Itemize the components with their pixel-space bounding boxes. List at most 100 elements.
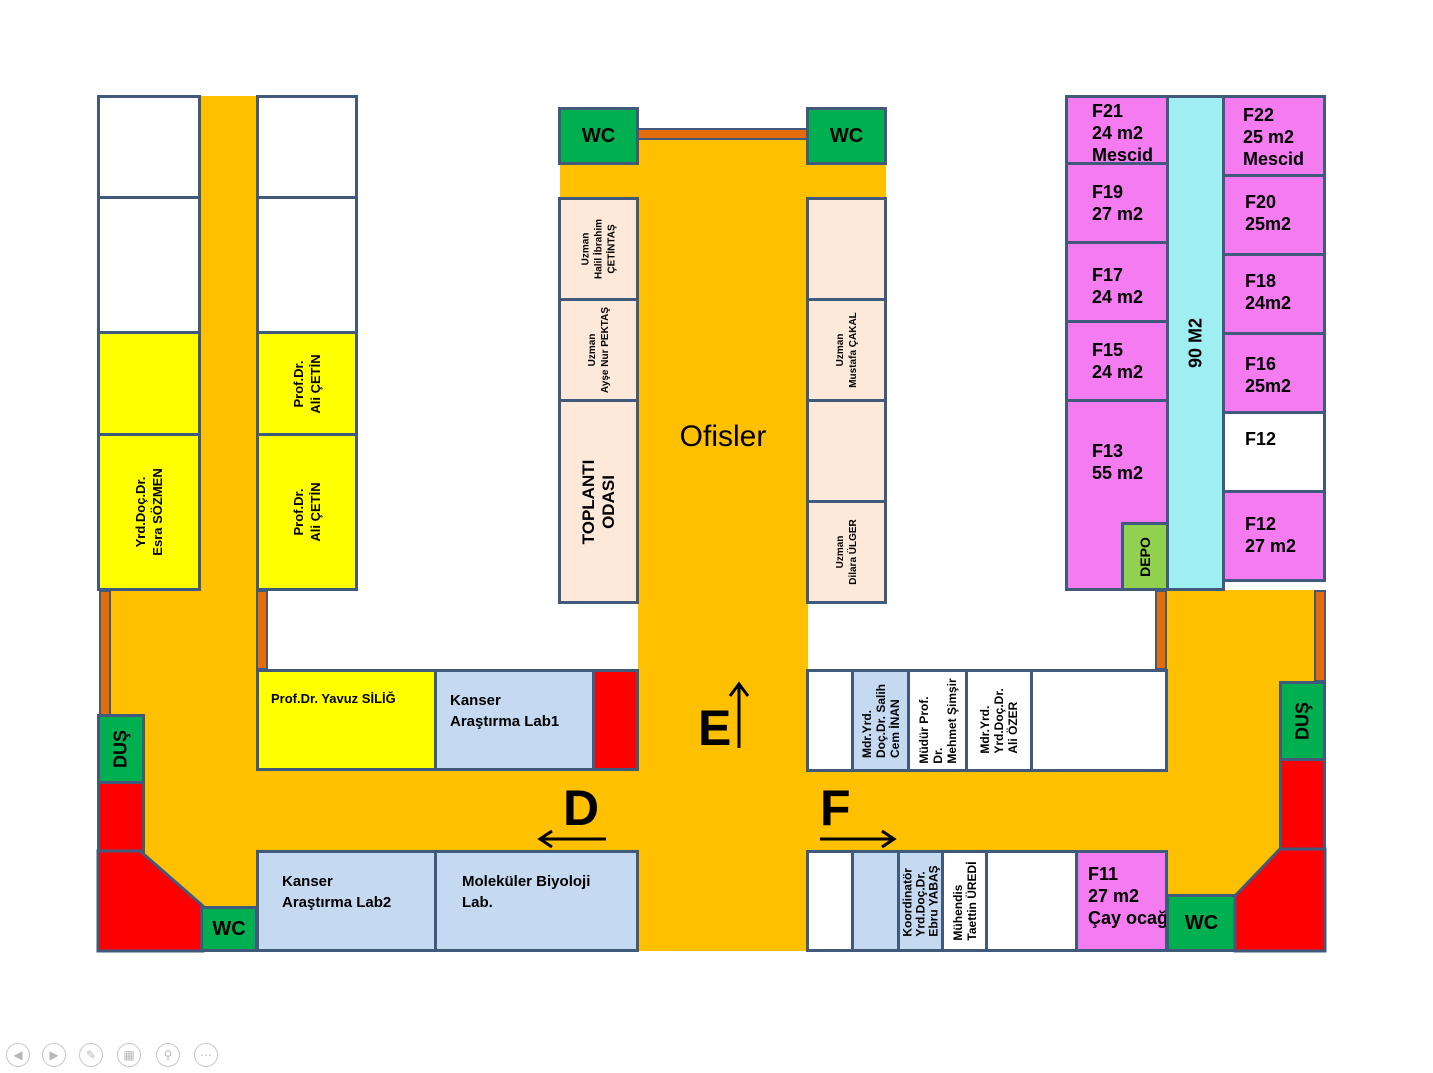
arrow-up-icon [728, 681, 750, 748]
slides-icon[interactable]: ▦ [117, 1043, 141, 1067]
room-yavuz-silig: Prof.Dr. Yavuz SİLİĞ [256, 669, 437, 771]
taettin-label: Mühendis Taettin ÜREDİ [950, 861, 979, 941]
prev-icon[interactable]: ◀ [6, 1043, 30, 1067]
room-f12-a: F12 [1222, 411, 1326, 493]
room-halil-cetintas: Uzman Halil İbrahim ÇETİNTAŞ [558, 197, 639, 301]
room-left-3 [97, 331, 201, 436]
mustafa-label: Uzman Mustafa ÇAKAL [834, 312, 859, 388]
corridor-center [638, 130, 808, 951]
room-red-left [97, 781, 145, 853]
room-br-blank-3 [806, 850, 854, 952]
label-d: D [563, 780, 600, 836]
rail-right-1 [1155, 590, 1167, 670]
f12b-label: F12 27 m2 [1245, 514, 1297, 556]
f22-label: F22 25 m2 Mescid [1243, 105, 1305, 169]
zoom-icon[interactable]: ⚲ [156, 1043, 180, 1067]
wc-center-right-label: WC [829, 125, 864, 147]
room-kanser-lab2: Kanser Araştırma Lab2 [256, 850, 437, 952]
room-toplanti: TOPLANTI ODASI [558, 399, 639, 604]
room-left-1 [97, 95, 201, 199]
room-office-cr1 [806, 197, 887, 301]
f18-label: F18 24m2 [1245, 271, 1292, 313]
room-ali-ozer: Mdr.Yrd. Yrd.Doç.Dr. Ali ÖZER [965, 669, 1033, 772]
room-office-cr3 [806, 399, 887, 503]
ali-cetin-1-label: Prof.Dr. Ali ÇETİN [291, 353, 323, 414]
room-f12-b: F12 27 m2 [1222, 490, 1326, 582]
dus-left-label: DUŞ [110, 729, 131, 769]
yavuz-label: Prof.Dr. Yavuz SİLİĞ [271, 691, 396, 706]
f13-label: F13 55 m2 [1092, 441, 1144, 483]
room-red-corner-right [1233, 847, 1327, 953]
next-icon[interactable]: ▶ [42, 1043, 66, 1067]
ali-ozer-label: Mdr.Yrd. Yrd.Doç.Dr. Ali ÖZER [978, 687, 1020, 754]
rail-top [636, 128, 810, 140]
room-left-5 [256, 95, 358, 199]
ofisler-label: Ofisler [679, 420, 767, 453]
room-ebru-yabas: Koordinatör Yrd.Doç.Dr. Ebru YABAŞ [897, 850, 944, 952]
room-molekuler-biyoloji: Moleküler Biyoloji Lab. [434, 850, 639, 952]
room-ayse-pektas: Uzman Ayşe Nur PEKTAŞ [558, 298, 639, 402]
room-red-center-left [592, 669, 639, 771]
room-dus-left: DUŞ [97, 714, 145, 784]
f12a-label: F12 [1245, 429, 1277, 449]
room-dilara-ulger: Uzman Dilara ÜLGER [806, 500, 887, 604]
room-kanser-lab1: Kanser Araştırma Lab1 [434, 669, 595, 771]
dus-right-label: DUŞ [1292, 701, 1312, 741]
room-f11: F11 27 m2 Çay ocağı [1075, 850, 1173, 952]
toplanti-label: TOPLANTI ODASI [578, 459, 618, 544]
room-dus-right: DUŞ [1279, 681, 1326, 761]
wc-left-label: WC [212, 918, 246, 940]
pen-icon[interactable]: ✎ [79, 1043, 103, 1067]
room-depo: DEPO [1121, 522, 1169, 591]
room-f20: F20 25m2 [1222, 174, 1326, 256]
wc-center-left-label: WC [581, 125, 616, 147]
room-mustafa-cakal: Uzman Mustafa ÇAKAL [806, 298, 887, 402]
f15-label: F15 24 m2 [1092, 340, 1144, 382]
molbio-label: Moleküler Biyoloji Lab. [462, 873, 591, 911]
room-taettin-uredi: Mühendis Taettin ÜREDİ [941, 850, 988, 952]
label-e: E [698, 700, 732, 756]
room-br-blank-1 [806, 669, 854, 772]
rail-right-2 [1314, 590, 1326, 682]
lab2-label: Kanser Araştırma Lab2 [282, 873, 392, 911]
room-90m2-hall: 90 M2 [1166, 95, 1225, 591]
esra-label: Yrd.Doç.Dr. Esra SÖZMEN [133, 468, 165, 556]
room-br-blank-4 [985, 850, 1078, 952]
room-f22: F22 25 m2 Mescid [1222, 95, 1326, 177]
room-wc-right: WC [1166, 894, 1237, 952]
label-f: F [820, 780, 851, 836]
room-ali-cetin-2: Prof.Dr. Ali ÇETİN [256, 433, 358, 591]
room-f15: F15 24 m2 [1065, 320, 1169, 402]
room-esra-sozmen: Yrd.Doç.Dr. Esra SÖZMEN [97, 433, 201, 591]
f17-label: F17 24 m2 [1092, 265, 1144, 307]
halil-label: Uzman Halil İbrahim ÇETİNTAŞ [580, 218, 617, 280]
room-br-blue [851, 850, 900, 952]
room-br-blank-2 [1030, 669, 1168, 772]
room-mehmet-simsir: Müdür Prof. Dr. Mehmet Şimşir [907, 669, 968, 772]
room-salih-inan: Mdr.Yrd. Doç.Dr. Salih Cem İNAN [851, 669, 910, 772]
room-ali-cetin-1: Prof.Dr. Ali ÇETİN [256, 331, 358, 436]
room-left-6 [256, 196, 358, 334]
mehmet-label: Müdür Prof. Dr. Mehmet Şimşir [916, 677, 959, 764]
room-wc-left: WC [200, 906, 258, 952]
room-left-2 [97, 196, 201, 334]
depo-label: DEPO [1137, 536, 1153, 577]
ali-cetin-2-label: Prof.Dr. Ali ÇETİN [291, 482, 323, 542]
wc-right-label: WC [1184, 912, 1219, 934]
ebru-label: Koordinatör Yrd.Doç.Dr. Ebru YABAŞ [900, 865, 940, 937]
dilara-label: Uzman Dilara ÜLGER [834, 519, 859, 585]
room-f16: F16 25m2 [1222, 332, 1326, 414]
room-f17: F17 24 m2 [1065, 241, 1169, 323]
room-f19: F19 27 m2 [1065, 162, 1169, 244]
rail-left-2 [256, 590, 268, 670]
room-red-right [1279, 758, 1326, 852]
ayse-label: Uzman Ayşe Nur PEKTAŞ [586, 306, 611, 394]
f19-label: F19 27 m2 [1092, 182, 1144, 224]
f20-label: F20 25m2 [1245, 192, 1292, 234]
more-icon[interactable]: ⋯ [194, 1043, 218, 1067]
salih-label: Mdr.Yrd. Doç.Dr. Salih Cem İNAN [859, 683, 902, 758]
room-f18: F18 24m2 [1222, 253, 1326, 335]
room-f21: F21 24 m2 Mescid [1065, 95, 1169, 165]
f21-label: F21 24 m2 Mescid [1092, 101, 1154, 165]
